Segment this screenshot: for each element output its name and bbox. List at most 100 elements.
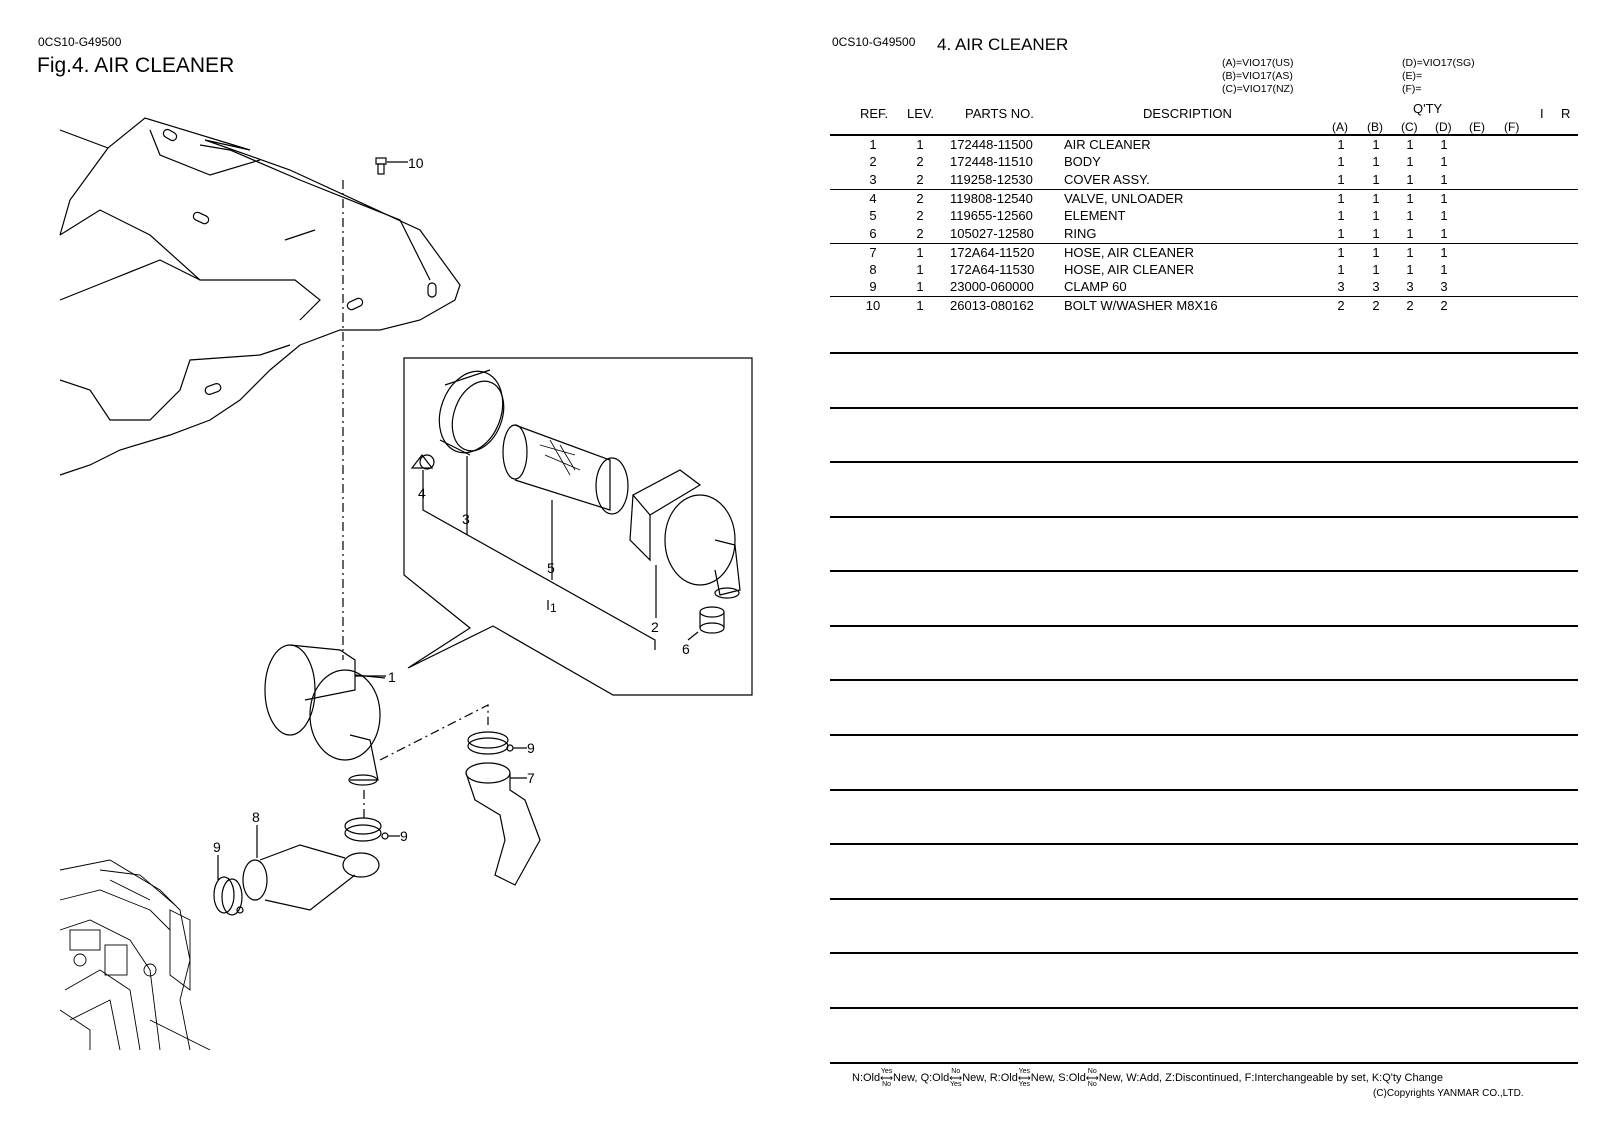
legend-n-new: New,: [893, 1071, 918, 1084]
cell-qty-b: 3: [1372, 279, 1380, 294]
legend-no: No: [1087, 1068, 1097, 1075]
cell-part: 172A64-11520: [950, 245, 1035, 260]
no-yes-arrow: No⟷Yes: [949, 1068, 963, 1088]
model-a: (A)=VIO17(US): [1222, 57, 1294, 69]
cell-lev: 2: [916, 208, 924, 223]
cell-lev: 2: [916, 226, 924, 241]
cell-qty-c: 1: [1406, 172, 1414, 187]
cell-part: 172448-11500: [950, 137, 1033, 152]
cell-desc: COVER ASSY.: [1064, 172, 1150, 187]
cell-qty-b: 2: [1372, 298, 1380, 313]
cell-part: 23000-060000: [950, 279, 1034, 294]
model-legend-left: (A)=VIO17(US) (B)=VIO17(AS) (C)=VIO17(NZ…: [1222, 57, 1293, 96]
legend-yes: Yes: [950, 1081, 962, 1088]
cell-lev: 1: [916, 245, 924, 260]
cell-ref: 4: [869, 191, 877, 206]
cell-ref: 10: [865, 298, 881, 313]
cell-qty-d: 1: [1440, 226, 1448, 241]
cell-ref: 1: [869, 137, 877, 152]
legend-q-new: New,: [962, 1071, 987, 1084]
figure-title: Fig.4. AIR CLEANER: [37, 54, 235, 77]
legend-no: No: [1087, 1081, 1097, 1088]
cell-qty-d: 1: [1440, 191, 1448, 206]
header-lev: LEV.: [907, 106, 934, 121]
cell-part: 26013-080162: [950, 298, 1034, 313]
legend-yes: Yes: [880, 1068, 893, 1075]
header-rule: [830, 134, 1578, 136]
cell-part: 172448-11510: [950, 154, 1033, 169]
cell-qty-b: 1: [1372, 191, 1380, 206]
callout-4: 4: [418, 485, 426, 501]
no-no-arrow: No⟷No: [1085, 1068, 1099, 1088]
model-legend-right: (D)=VIO17(SG) (E)= (F)=: [1402, 57, 1475, 96]
cell-lev: 1: [916, 137, 924, 152]
header-col-b: (B): [1367, 120, 1383, 134]
bolt-10: [375, 157, 408, 175]
cell-qty-a: 1: [1337, 245, 1345, 260]
cell-part: 172A64-11530: [950, 262, 1035, 277]
blank-rule: [830, 843, 1578, 845]
cell-qty-d: 2: [1440, 298, 1448, 313]
cell-qty-d: 1: [1440, 137, 1448, 152]
cell-qty-d: 3: [1440, 279, 1448, 294]
cell-part: 119655-12560: [950, 208, 1033, 223]
blank-rule: [830, 625, 1578, 627]
blank-rule: [830, 352, 1578, 354]
cell-qty-c: 1: [1406, 245, 1414, 260]
cell-qty-d: 1: [1440, 172, 1448, 187]
cell-qty-d: 1: [1440, 208, 1448, 223]
clamp-9-a: [467, 731, 527, 755]
cell-qty-a: 1: [1337, 208, 1345, 223]
cell-qty-b: 1: [1372, 137, 1380, 152]
header-col-e: (E): [1469, 120, 1485, 134]
clamp-9-c: [213, 855, 244, 916]
header-qty: Q'TY: [1413, 101, 1443, 116]
cell-desc: CLAMP 60: [1064, 279, 1127, 294]
left-doc-code: 0CS10-G49500: [38, 35, 122, 49]
callout-5: 5: [547, 560, 555, 576]
cell-qty-b: 1: [1372, 172, 1380, 187]
callout-1: 1: [388, 669, 396, 685]
cell-part: 119258-12530: [950, 172, 1033, 187]
model-c: (C)=VIO17(NZ): [1222, 83, 1294, 95]
cell-desc: BOLT W/WASHER M8X16: [1064, 298, 1218, 313]
cell-qty-a: 1: [1337, 226, 1345, 241]
hose-7: [465, 762, 541, 886]
cell-qty-b: 1: [1372, 262, 1380, 277]
right-doc-code: 0CS10-G49500: [832, 35, 916, 49]
cell-qty-d: 1: [1440, 262, 1448, 277]
legend-no: No: [882, 1081, 892, 1088]
callout-9-c: 9: [213, 839, 221, 855]
cell-desc: VALVE, UNLOADER: [1064, 191, 1184, 206]
cell-desc: HOSE, AIR CLEANER: [1064, 245, 1195, 260]
cell-ref: 9: [869, 279, 877, 294]
legend-s: S:Old: [1058, 1071, 1086, 1084]
cell-desc: ELEMENT: [1064, 208, 1126, 223]
model-e: (E)=: [1402, 70, 1423, 82]
header-ref: REF.: [860, 106, 889, 121]
cell-qty-a: 3: [1337, 279, 1345, 294]
section-title: 4. AIR CLEANER: [937, 35, 1069, 54]
cell-ref: 8: [869, 262, 877, 277]
cell-part: 105027-12580: [950, 226, 1034, 241]
legend-rest: W:Add, Z:Discontinued, F:Interchangeable…: [1126, 1071, 1444, 1084]
cell-ref: 6: [869, 226, 877, 241]
cell-qty-c: 1: [1406, 226, 1414, 241]
blank-rule: [830, 516, 1578, 518]
frame-panel: [59, 117, 461, 476]
blank-rule: [830, 679, 1578, 681]
cell-desc: BODY: [1064, 154, 1101, 169]
cell-qty-a: 1: [1337, 154, 1345, 169]
header-col-d: (D): [1435, 120, 1452, 134]
cell-ref: 7: [869, 245, 877, 260]
header-r: R: [1561, 106, 1571, 121]
cell-qty-c: 2: [1406, 298, 1414, 313]
yes-yes-arrow: Yes⟷Yes: [1017, 1068, 1031, 1088]
copyright: (C)Copyrights YANMAR CO.,LTD.: [1373, 1088, 1524, 1099]
cell-qty-a: 1: [1337, 137, 1345, 152]
legend-s-new: New,: [1098, 1071, 1124, 1084]
cell-qty-b: 1: [1372, 226, 1380, 241]
legend-yes: Yes: [1018, 1081, 1031, 1088]
cell-lev: 2: [916, 154, 924, 169]
